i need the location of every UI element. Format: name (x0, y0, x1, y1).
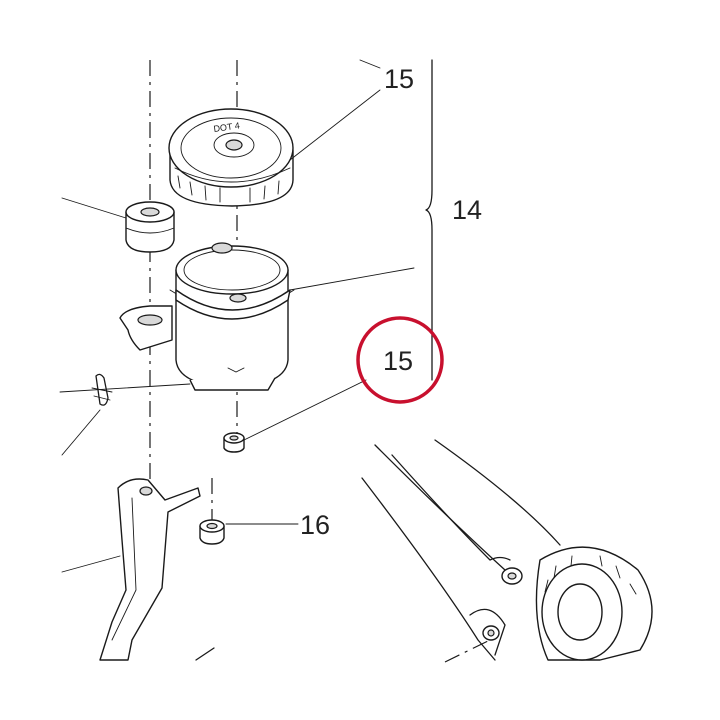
leader-mid-15 (243, 379, 367, 441)
nut-15 (223, 432, 245, 453)
frame-mount (195, 439, 653, 663)
leader-top-15 (289, 89, 381, 161)
callout-15-mid: 15 (383, 346, 413, 376)
highlight-circle (356, 316, 444, 404)
leader-clip-upper (59, 383, 191, 393)
callout-16: 16 (300, 510, 330, 540)
fluid-reservoir (119, 242, 295, 391)
leader-grommet (61, 197, 127, 219)
leader-bracket (61, 555, 121, 573)
hose-clip (91, 373, 113, 406)
mounting-bracket (99, 478, 201, 661)
nut-16 (199, 519, 225, 545)
callout-14: 14 (452, 195, 482, 225)
leader-clip-lower (61, 409, 101, 456)
group-bracket-14 (425, 59, 433, 381)
cap-marking: DOT 4 (213, 120, 240, 134)
rubber-grommet (125, 201, 175, 253)
leader-top-15-tick (359, 59, 381, 69)
callout-15-top: 15 (384, 64, 414, 94)
leader-reservoir (289, 267, 415, 291)
reservoir-cap: DOT 4 (168, 108, 294, 207)
